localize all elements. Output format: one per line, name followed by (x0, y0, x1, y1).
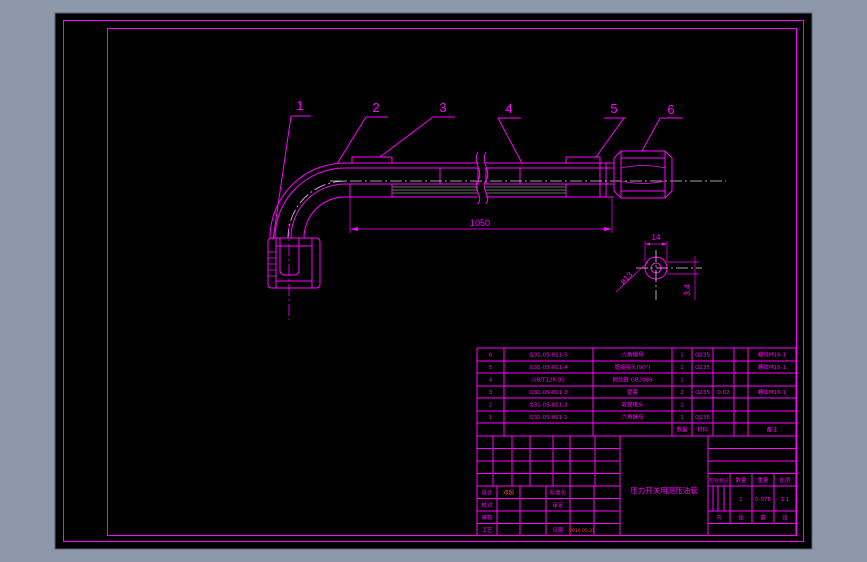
signoff-approve: 审定 (552, 501, 564, 509)
signoff-standardization: 标准化 (550, 489, 567, 497)
item-balloons: 1 2 3 4 5 6 (272, 98, 683, 241)
meta-header-scale: 比例 (779, 476, 791, 484)
hose-fitting-right (485, 167, 521, 185)
bom-qty: 1 (680, 365, 684, 371)
balloon-2: 2 (372, 100, 379, 115)
bom-name: 管套 (627, 388, 639, 396)
bom-row: 6 Q31-05-011-5 六角螺母 1 Q235 螺纹M16-1 (489, 351, 786, 359)
bom-note: 螺纹M16-1 (758, 351, 786, 359)
bom-qty: 2 (680, 390, 684, 396)
signoff-role-review: 审核 (481, 514, 493, 522)
bom-name: 管接接头(90°) (614, 363, 650, 371)
balloon-1: 1 (296, 98, 303, 113)
sheet-number-label: 第 (760, 514, 766, 522)
signoff-date-label: 日期 (552, 527, 564, 534)
meta-header-weight: 重量 (757, 476, 769, 484)
title-block: 压力开关用测压油管 设计 邓超 标准化 校对 审定 审核 工艺 日期 2010.… (476, 436, 797, 536)
bom-no: 1 (489, 415, 493, 421)
bom-code: Q31-05-011-1 (529, 415, 567, 421)
balloon-6: 6 (667, 102, 674, 117)
bom-name: 六角螺母 (621, 413, 644, 421)
sleeve-part-5 (565, 156, 601, 164)
bom-row: 4 GB/T128-92 钢丝管 GB2089 1 (489, 376, 684, 384)
meta-scale: 1:1 (781, 497, 790, 503)
bom-name: 六角螺母 (621, 351, 644, 359)
length-dimension: 1050 (349, 197, 613, 233)
dimension-1050: 1050 (470, 218, 490, 228)
signoff-date-value: 2010.05.31 (569, 528, 595, 534)
hex-nut-part-1 (267, 224, 321, 320)
drawing-meta: 阶段标记 数量 重量 比例 1 0.078 1:1 共 张 第 张 (709, 476, 791, 522)
bom-name: 软管接头 (621, 401, 644, 409)
signoff-designer-name: 邓超 (503, 489, 515, 497)
balloon-5: 5 (610, 101, 617, 116)
break-line-left (475, 151, 481, 205)
meta-header-stage: 阶段标记 (709, 477, 728, 484)
bom-material: Q235 (695, 415, 710, 421)
bom-no: 6 (489, 353, 493, 359)
bom-code: Q31-05-011-3 (529, 390, 568, 396)
elbow-bend (269, 162, 346, 239)
bom-no: 4 (489, 378, 493, 384)
title-block-grid (476, 436, 797, 536)
bom-row: 1 Q31-05-011-1 六角螺母 1 Q235 (489, 413, 711, 421)
hex-nut-part-6 (613, 150, 673, 199)
bom-material: Q235 (695, 353, 710, 359)
bom-material: Q235 (695, 390, 710, 396)
drawing-title: 压力开关用测压油管 (630, 485, 698, 495)
sheet-unit-label: 张 (738, 514, 744, 522)
bom-note: 螺纹M16-1 (758, 363, 786, 371)
dimension-14: 14 (652, 233, 661, 242)
bom-table: 6 Q31-05-011-5 六角螺母 1 Q235 螺纹M16-1 5 Q31… (476, 347, 797, 437)
balloon-3: 3 (439, 100, 446, 115)
model-space-canvas[interactable] (54, 12, 813, 550)
bom-qty: 1 (680, 378, 684, 384)
hose-fitting-left (439, 167, 479, 185)
bom-qty: 1 (680, 353, 684, 359)
bom-code: Q31-05-011-2 (529, 403, 567, 409)
bom-code: Q31-05-011-4 (529, 365, 568, 371)
bom-row: 2 Q31-05-011-2 软管接头 1 (489, 401, 684, 409)
outer-border (63, 20, 804, 542)
inner-frame (107, 28, 797, 536)
bom-material: Q235 (695, 365, 710, 371)
sheet-unit-label-2: 张 (782, 514, 788, 522)
bom-header-row: 数量 材料 备注 (676, 426, 778, 434)
bom-no: 5 (489, 365, 493, 371)
hose-assembly-drawing: 1050 1 2 3 4 5 6 14 ø13 (267, 98, 726, 320)
meta-qty: 1 (739, 497, 743, 503)
bom-unit-weight: 0.02 (717, 390, 729, 396)
bom-row: 3 Q31-05-011-3 管套 2 Q235 0.02 螺纹M16-1 (489, 388, 786, 396)
break-line-right (483, 151, 489, 205)
bom-qty: 1 (680, 415, 684, 421)
signoff-table: 设计 邓超 标准化 校对 审定 审核 工艺 日期 2010.05.31 (481, 489, 595, 535)
sleeve-part-3 (351, 156, 393, 164)
bom-no: 3 (489, 390, 493, 396)
bom-no: 2 (489, 403, 493, 409)
bom-header-material: 材料 (697, 426, 709, 434)
signoff-role-process: 工艺 (481, 527, 493, 534)
bom-code: GB/T128-92 (532, 378, 565, 384)
bom-qty: 1 (680, 403, 684, 409)
bom-name: 钢丝管 GB2089 (612, 376, 653, 384)
bom-header-qty: 数量 (676, 426, 688, 434)
meta-header-qty: 数量 (735, 476, 747, 484)
signoff-role-proofread: 校对 (481, 501, 493, 509)
hose-body (330, 157, 726, 198)
bom-header-note: 备注 (766, 426, 778, 434)
bom-row: 5 Q31-05-011-4 管接接头(90°) 1 Q235 螺纹M16-1 (489, 363, 786, 371)
dimension-3-4: 3.4 (683, 284, 692, 296)
bom-note: 螺纹M16-1 (758, 388, 786, 396)
meta-weight: 0.078 (755, 497, 771, 503)
balloon-4: 4 (505, 101, 512, 116)
sheet-total-label: 共 (716, 514, 722, 522)
bom-grid (476, 347, 797, 437)
bom-code: Q31-05-011-5 (529, 353, 568, 359)
signoff-role-design: 设计 (481, 489, 493, 497)
